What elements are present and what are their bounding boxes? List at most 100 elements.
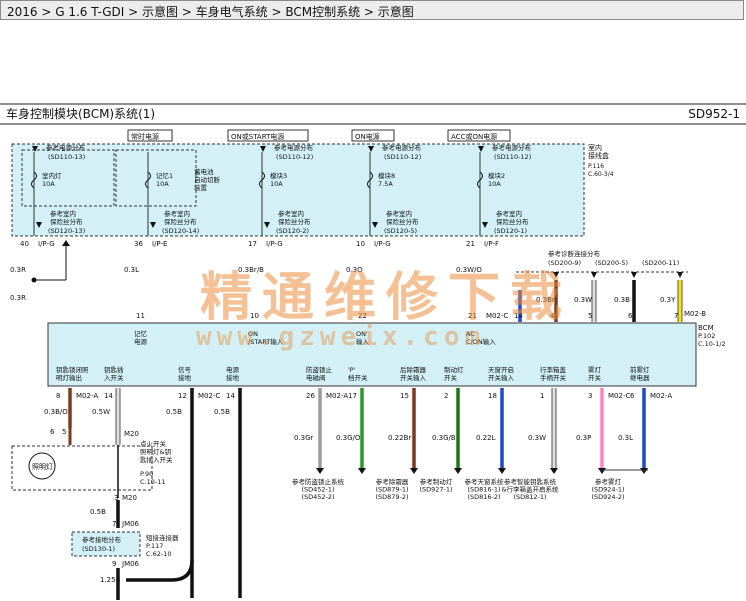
fuse-icon (259, 171, 265, 189)
bcm-name: BCM (698, 324, 714, 332)
can-pin: 7 (674, 312, 678, 320)
bcm-bottom-label: 雾灯 (588, 365, 602, 374)
bcm-bottom-wire-label: 0.3G/B (432, 434, 456, 442)
bcm-bottom-connector: M02-A (326, 392, 348, 400)
fuse-name: 模块2 (488, 171, 505, 180)
bcm-bottom-pin: 14 (104, 392, 113, 400)
bcm-bottom-pin: 14 (226, 392, 235, 400)
can-connector-b: M02-B (684, 310, 706, 318)
power-header-box (227, 129, 309, 142)
bcm-bottom-label-2: 明灯输出 (56, 373, 82, 382)
jm06-pin: 7 (112, 520, 116, 528)
power-header-label: 常时电源 (131, 132, 159, 141)
bcm-bottom-wire-label: 0.5B (214, 408, 230, 416)
connector-label: I/P-F (484, 240, 499, 248)
fuse-ref-label: 保险丝分布 (50, 217, 83, 226)
can-pin: 6 (628, 312, 633, 320)
bcm-top-pin-label: /START输入 (248, 337, 284, 346)
bcm-bottom-label: 前雾灯 (630, 365, 650, 374)
arrow-icon (62, 240, 70, 246)
breadcrumb: 2016 > G 1.6 T-GDI > 示意图 > 车身电气系统 > BCM控… (0, 0, 744, 20)
fuse-rating: 10A (42, 180, 55, 188)
arrow-icon (598, 468, 606, 474)
fuse-ref-label: 参考室内 (496, 209, 522, 218)
fuse-ref-code: (SD120-2) (276, 227, 309, 235)
power-ref-label: 参考电源分布 (274, 143, 314, 152)
junction-box (11, 143, 585, 237)
bcm-bottom-pin: 15 (400, 392, 409, 400)
bcm-top-pin: 22 (358, 312, 367, 320)
bottom-ref: (SD927-1) (419, 486, 452, 494)
can-pin: 5 (588, 312, 592, 320)
bcm-bottom-label: 行李箱盖 (540, 365, 567, 374)
arrow-icon (372, 222, 378, 228)
can-ref-code: (SD200-9) (548, 259, 581, 267)
junction-box-name: 室内 (588, 143, 602, 152)
m20-connector-2: M20 (122, 494, 137, 502)
bottom-ref: (SD452-1) (301, 486, 334, 494)
inner-dash-box (21, 149, 115, 207)
can-wire-label: 0.3Br (536, 296, 555, 304)
fuse-name: 模块3 (270, 171, 287, 180)
pin-top: 36 (134, 240, 143, 248)
bcm-bottom-connector: M02-C (198, 392, 220, 400)
wire-label-2: 0.3R (10, 294, 26, 302)
can-connector: M02-C (486, 312, 508, 320)
fuse-ref-label: 参考室内 (386, 209, 412, 218)
power-header-label: ON电源 (355, 132, 380, 141)
bcm-bottom-label-2: 电磁阀 (306, 373, 326, 382)
bcm-bottom-connector: M02-A (650, 392, 672, 400)
bottom-ref: 参考雾灯 (595, 477, 622, 486)
arrow-icon (316, 468, 324, 474)
wire-label: 0.3R (10, 266, 26, 274)
bcm-top-pin: 10 (250, 312, 259, 320)
power-ref-code: (SD110-12) (384, 153, 421, 161)
arrow-icon (264, 222, 270, 228)
bcm-bottom-wire-label: 0.22L (476, 434, 496, 442)
bcm-ref-p: P.102 (698, 332, 715, 340)
arrow-icon (553, 272, 559, 278)
ground-wire-label: 0.5B (90, 508, 106, 516)
bcm-bottom-wire-label: 0.3G/O (336, 434, 361, 442)
bcm-top-pin-label: C/ON输入 (466, 337, 496, 346)
connector-label: I/P-E (152, 240, 167, 248)
wire-label: 0.3L (124, 266, 139, 274)
bottom-ref: (SD816-2) (467, 493, 500, 501)
switch-label: 照明灯&钥 (140, 447, 171, 456)
bcm-bottom-pin: 26 (306, 392, 315, 400)
can-pin: 14 (514, 312, 523, 320)
bcm-bottom-wire-label: 0.3L (618, 434, 633, 442)
arrow-icon (410, 468, 418, 474)
bcm-bottom-label: 钥匙插 (104, 365, 124, 374)
bottom-ref: 参考天窗系统 (465, 477, 505, 486)
switch-ref-p: P.90 (140, 470, 153, 478)
can-wire-label: 0.3W (574, 296, 592, 304)
arrow-icon (640, 468, 648, 474)
jm-label: 短接连接器 (146, 533, 179, 542)
bcm-top-pin-label: 电源 (134, 337, 148, 346)
arrow-icon (368, 146, 374, 152)
side-label: 蓄电池 (194, 167, 214, 176)
power-ref-code: (SD110-13) (48, 153, 85, 161)
bcm-bottom-wire-label: 0.3Gr (294, 434, 314, 442)
bcm-bottom-label: 'P' (348, 366, 356, 374)
bcm-bottom-label-2: 开关输入 (488, 373, 515, 382)
bcm-bottom-pin: 3 (588, 392, 592, 400)
bottom-ref: &行李箱盖开启系统 (501, 485, 559, 494)
fuse-ref-code: (SD120-13) (48, 227, 85, 235)
fuse-ref-label: 保险丝分布 (278, 217, 311, 226)
arrow-icon (677, 272, 683, 278)
fuse-rating: 10A (156, 180, 169, 188)
bcm-bottom-connector: M02-C (608, 392, 630, 400)
m20-pin: 6 (50, 428, 55, 436)
fuse-name: 记忆1 (156, 171, 173, 180)
bcm-bottom-label-2: 继电器 (630, 373, 650, 382)
pin-top: 17 (248, 240, 257, 248)
fuse-ref-label: 参考室内 (278, 209, 304, 218)
jm-ref-c: C.62-10 (146, 550, 172, 558)
can-ref-code: (SD200-5) (595, 259, 628, 267)
bcm-bottom-label: 制动灯 (444, 365, 464, 374)
fuse-ref-label: 保险丝分布 (386, 217, 419, 226)
bcm-bottom-label: 电源 (226, 365, 240, 374)
